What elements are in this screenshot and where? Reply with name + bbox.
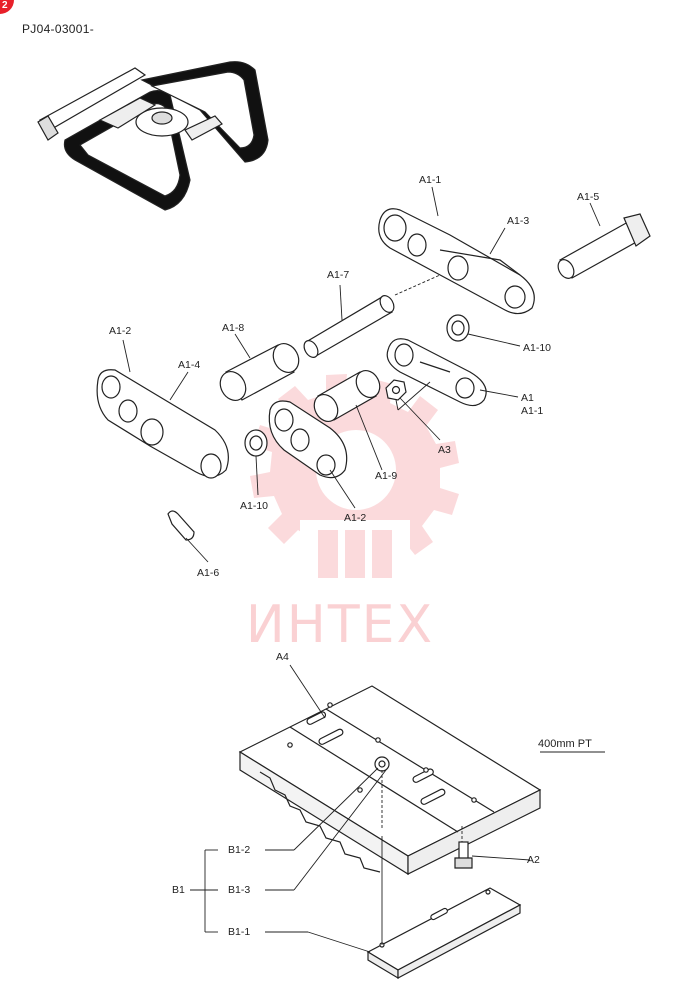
leader-lines-upper [122,186,601,563]
callout-b1-2: B1-2 [228,844,251,856]
master-pin [557,213,651,279]
bolt [454,841,473,869]
clip [167,510,195,541]
nut [385,379,407,401]
callout-a1-3: A1-3 [507,215,530,227]
undercarriage-overview [37,61,269,211]
callout-a1-8: A1-8 [222,322,245,334]
seal-left [244,429,268,457]
callout-a1-7: A1-7 [327,269,350,281]
callout-a4: A4 [276,651,289,663]
callout-a1-2-bottom: A1-2 [344,512,367,524]
callout-b1-3: B1-3 [228,884,251,896]
callout-a1-6: A1-6 [197,567,220,579]
callout-b1-1: B1-1 [228,926,251,938]
watermark-text: ИНТЕХ [245,595,435,655]
callout-a1-10-right: A1-10 [523,342,552,354]
pad-width-spec: 400mm PT [538,738,592,750]
callout-a1-2-left: A1-2 [109,325,132,337]
callout-a2: A2 [527,854,540,866]
bushing-pin [303,295,395,358]
corner-badge-label: 2 [2,0,8,11]
seal-right [446,314,470,342]
callout-a1-1-sub: A1-1 [521,405,544,417]
callout-b1: B1 [172,884,185,896]
callout-a1-10-left: A1-10 [240,500,269,512]
link-right [386,338,487,407]
callout-a3: A3 [438,444,451,456]
bushing [219,343,300,401]
callout-a1: A1 [521,392,534,404]
link-assembly-top [378,208,535,315]
shoe-plate [366,887,522,980]
callout-a1-4: A1-4 [178,359,201,371]
link-left [96,369,229,479]
leader-lines-lower [190,664,605,953]
callout-a1-1: A1-1 [419,174,442,186]
callout-a1-5: A1-5 [577,191,600,203]
link-center [268,400,348,479]
track-shoe [238,685,542,876]
drawing-code: PJ04-03001- [22,22,95,36]
callout-a1-9: A1-9 [375,470,398,482]
bushing-small [313,370,381,422]
